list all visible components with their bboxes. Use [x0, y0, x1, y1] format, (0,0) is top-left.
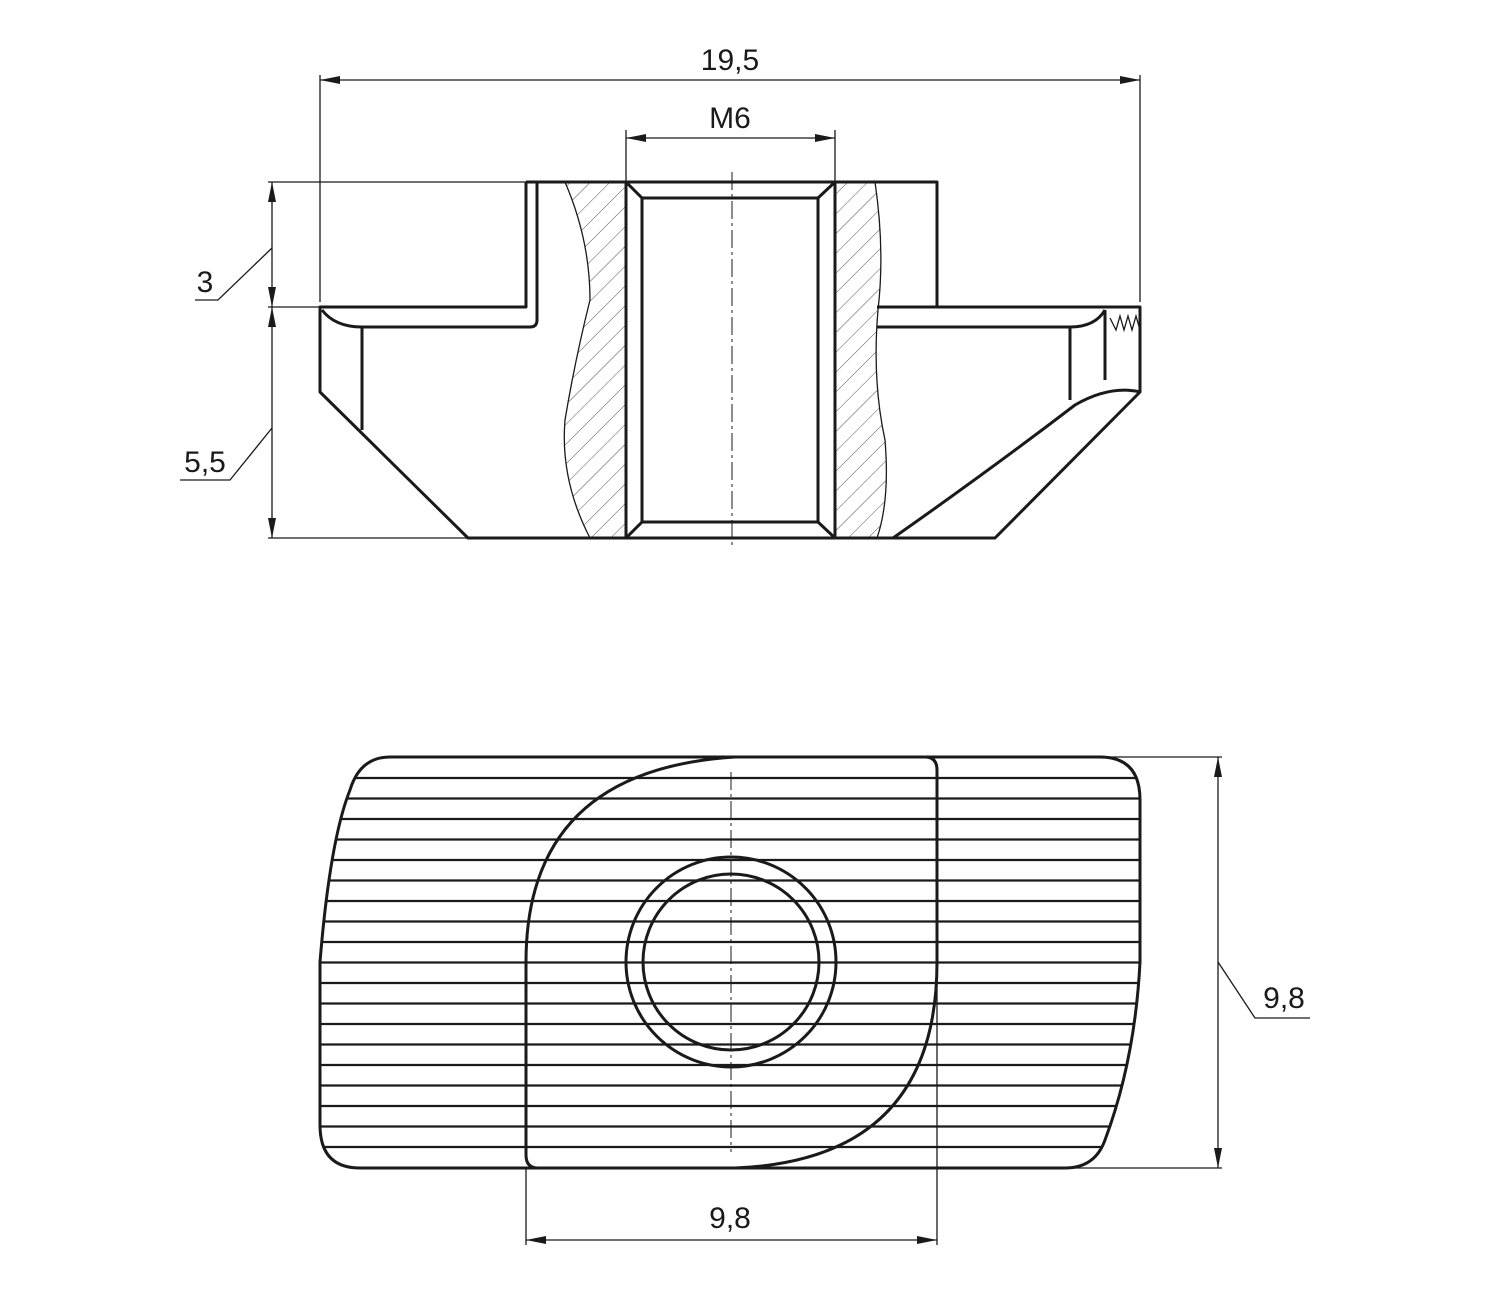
- upper-left-inner-edge: [362, 182, 539, 329]
- section-view: 19,5 M6 3 5,5: [180, 44, 1142, 548]
- hatched-section-right: [835, 182, 887, 538]
- right-curved-flank: [892, 388, 1141, 540]
- hatched-section-left: [564, 182, 626, 538]
- dimension-overall-width: 19,5: [701, 44, 759, 77]
- knurl-lines: [320, 776, 1140, 1149]
- dimension-lower-height: 5,5: [184, 446, 226, 479]
- break-line-right: [874, 181, 888, 539]
- left-fillet: [320, 309, 364, 430]
- dimension-upper-height: 3: [197, 266, 214, 299]
- leader-line: [180, 427, 273, 481]
- leader-line: [195, 247, 273, 301]
- plan-view: 9,8 9,8: [318, 755, 1310, 1245]
- break-line-left: [563, 181, 591, 539]
- dimension-thread: M6: [709, 102, 751, 135]
- thread-spring: [1109, 313, 1141, 333]
- nut-outline-section: [318, 180, 1142, 540]
- dimension-plan-height: 9,8: [1263, 982, 1305, 1015]
- right-inner-edge: [877, 309, 1107, 400]
- dimension-head-width: 9,8: [709, 1202, 751, 1235]
- threaded-bore: [624, 180, 837, 540]
- leader-line: [1217, 961, 1310, 1019]
